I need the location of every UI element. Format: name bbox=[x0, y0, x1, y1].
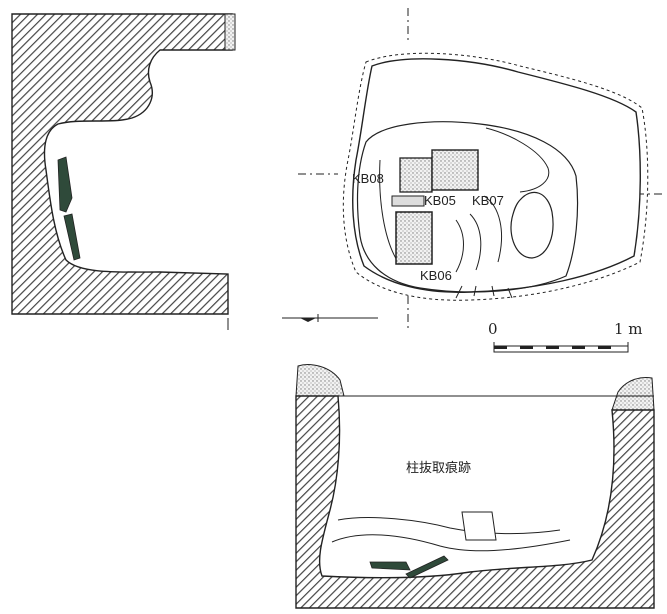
left-section-soil bbox=[11, 13, 233, 315]
plan-view: KB08 KB05 KB07 KB06 bbox=[298, 8, 664, 330]
plan-slope-curve-1 bbox=[485, 127, 550, 193]
lower-fill-layer-1 bbox=[337, 517, 561, 535]
label-kb08: KB08 bbox=[352, 171, 384, 186]
left-section bbox=[11, 13, 236, 330]
lower-stipple-right bbox=[611, 377, 655, 411]
plan-slope-curve-4 bbox=[455, 219, 464, 273]
scale-one: 1 m bbox=[614, 320, 643, 338]
plank-left-lower bbox=[63, 213, 81, 261]
kb07-block bbox=[431, 149, 479, 191]
level-marker bbox=[282, 314, 378, 322]
plank-left-upper bbox=[57, 156, 73, 213]
plan-outer-dashed bbox=[342, 52, 649, 301]
lower-stipple-left bbox=[295, 364, 345, 397]
plank-lower-2 bbox=[405, 555, 449, 579]
lower-section-soil bbox=[295, 395, 655, 609]
plan-slope-curve-3 bbox=[469, 213, 482, 271]
kb08-block bbox=[399, 157, 433, 193]
plank-lower-1 bbox=[369, 561, 411, 571]
label-kb06: KB06 bbox=[420, 268, 452, 283]
lower-fill-block bbox=[461, 511, 497, 541]
left-section-stipple-top bbox=[224, 13, 236, 51]
lower-fill-layer-2 bbox=[331, 534, 571, 552]
label-kb07: KB07 bbox=[472, 193, 504, 208]
lower-section: 柱抜取痕跡 bbox=[295, 364, 655, 609]
plan-bottom-arrows bbox=[455, 285, 513, 299]
plan-slope-curve-5 bbox=[379, 159, 399, 263]
scale-zero: 0 bbox=[488, 320, 498, 338]
label-kb05: KB05 bbox=[424, 193, 456, 208]
plan-slope-curve-2 bbox=[483, 195, 502, 263]
plan-inner-pit bbox=[356, 121, 579, 293]
label-pillar-trace: 柱抜取痕跡 bbox=[406, 460, 471, 476]
kb06-block bbox=[395, 211, 433, 265]
plan-inner-oval bbox=[510, 191, 554, 259]
scale-bar: 0 1 m bbox=[488, 320, 643, 353]
kb05-block bbox=[391, 195, 425, 207]
